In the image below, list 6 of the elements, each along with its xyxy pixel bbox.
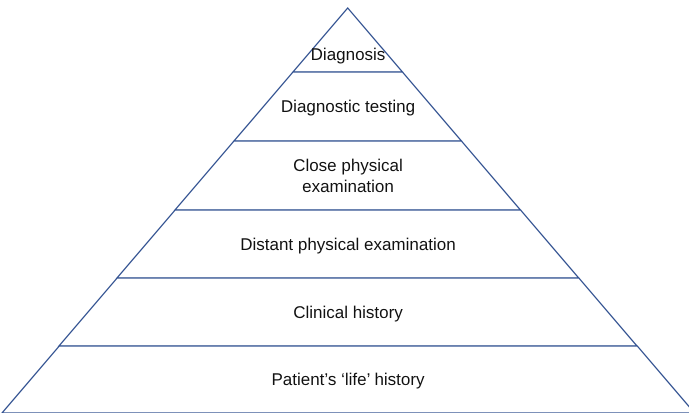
tier-label: Patient’s ‘life’ history — [271, 369, 425, 390]
tier-label: Close physical examination — [292, 154, 404, 196]
tier-label: Diagnostic testing — [280, 96, 416, 117]
tier-label: Diagnosis — [310, 44, 386, 64]
tier-label: Clinical history — [293, 302, 403, 322]
tier-label: Distant physical examination — [240, 234, 456, 254]
